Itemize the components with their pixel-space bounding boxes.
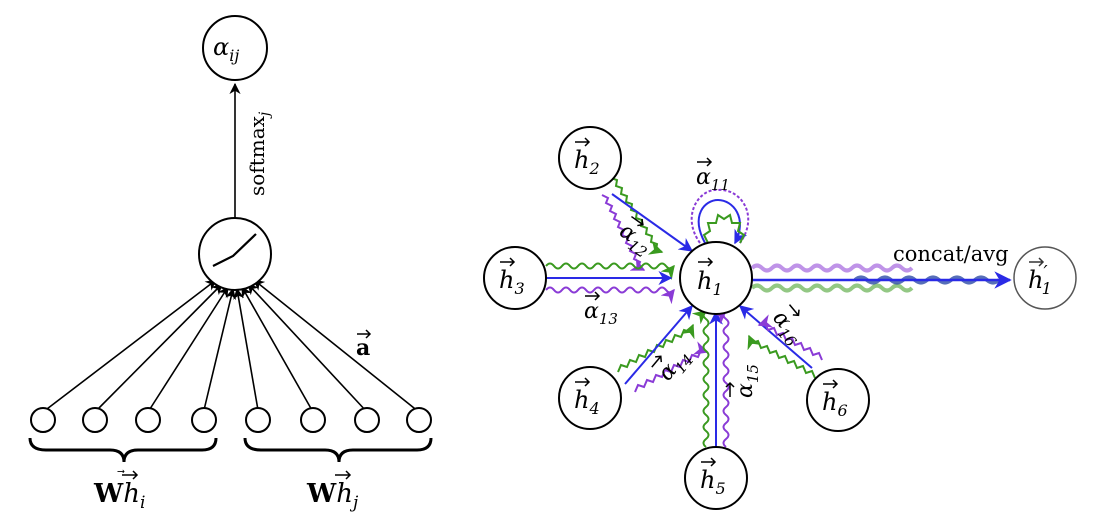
input-group-i-label: Whi (93, 479, 145, 513)
svg-text:h2: h2 (574, 146, 600, 178)
softmax-label: softmaxj (245, 111, 273, 196)
node-h2: h2 (558, 126, 622, 190)
attention-label-a12: α12 (615, 215, 650, 262)
input-node (406, 407, 432, 433)
svg-text:h4: h4 (574, 386, 600, 418)
attention-label-a13: α13 (584, 291, 618, 328)
right-panel: h1 h2 h3 h4 h5 h6 (483, 126, 1077, 510)
edges-output (750, 263, 1012, 293)
input-node (30, 407, 56, 433)
vector-arrow-hi (122, 470, 139, 480)
attention-label-a15: α15 (725, 364, 762, 398)
edges-h2 (601, 177, 694, 271)
alpha-ij-node (202, 15, 268, 81)
input-node (354, 407, 380, 433)
svg-text:h′1: h′1 (1028, 262, 1052, 298)
svg-text:h6: h6 (822, 388, 848, 420)
brace-i (28, 437, 218, 463)
node-h6: h6 (806, 368, 870, 432)
input-node (135, 407, 161, 433)
edges-h6 (738, 305, 823, 379)
svg-text:h5: h5 (700, 466, 726, 498)
concat-avg-label: concat/avg (893, 242, 1009, 266)
input-node (82, 407, 108, 433)
input-node (245, 407, 271, 433)
node-h1: h1 (679, 241, 753, 315)
vector-arrow-a (357, 329, 372, 339)
vector-arrow-hj (335, 470, 352, 480)
edges-self-loop (690, 188, 750, 245)
input-node (300, 407, 326, 433)
attention-label-a11: α11 (696, 157, 730, 194)
svg-text:α13: α13 (584, 299, 618, 328)
edges-h4 (617, 304, 709, 393)
left-panel: Whi ⃗ Whj a softmaxj αij (28, 15, 433, 513)
edges-h3 (545, 262, 675, 305)
edges-h5 (691, 310, 730, 448)
brace-j (243, 437, 433, 463)
node-h3: h3 (483, 246, 547, 310)
input-group-j-label: Whj (306, 479, 359, 513)
input-arrow-i: ⃗ (117, 469, 125, 474)
node-h1-prime: h′1 (1013, 246, 1077, 310)
attention-vector-label: a (356, 335, 370, 361)
node-h5: h5 (684, 446, 748, 510)
attention-label-a16: α16 (767, 304, 800, 351)
svg-text:h3: h3 (499, 266, 525, 298)
svg-text:α14: α14 (653, 344, 697, 389)
input-nodes (30, 407, 432, 433)
input-edges (42, 279, 420, 413)
leakyrelu-icon (212, 233, 257, 267)
svg-text:h1: h1 (697, 267, 723, 299)
alpha-ij-label: αij (213, 33, 239, 65)
svg-text:α11: α11 (696, 165, 730, 194)
node-h4: h4 (558, 366, 622, 430)
svg-text:α15: α15 (733, 364, 762, 398)
input-node (191, 407, 217, 433)
